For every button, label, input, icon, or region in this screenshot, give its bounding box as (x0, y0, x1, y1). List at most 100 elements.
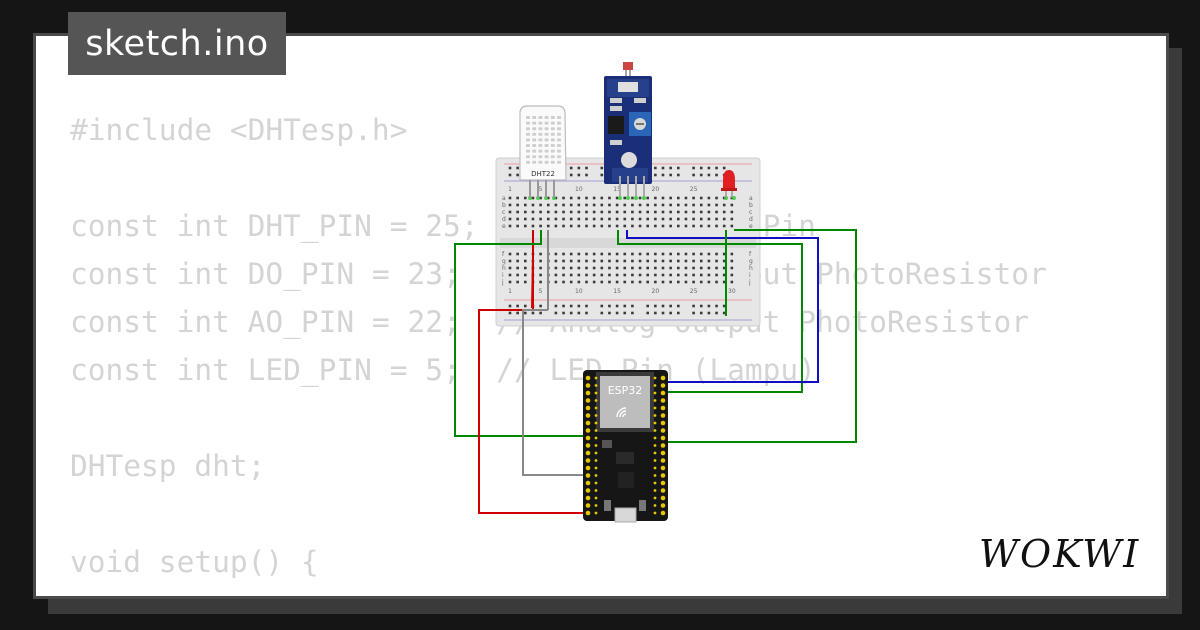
breadboard-rail-hole (722, 311, 726, 315)
breadboard-hole (692, 266, 695, 270)
breadboard-rail-hole (600, 166, 604, 170)
breadboard-hole (577, 259, 581, 263)
breadboard-hole (631, 203, 634, 207)
breadboard-rail-hole (608, 311, 611, 315)
dht22-vent (544, 116, 549, 119)
esp32-pin-pad (594, 481, 598, 485)
esp32-pin (660, 413, 666, 418)
esp32-pin (660, 420, 666, 426)
breadboard-hole (615, 252, 619, 256)
breadboard-hole (654, 259, 657, 263)
breadboard-hole (608, 217, 611, 221)
breadboard-hole (585, 252, 588, 256)
dht22-vent (526, 116, 530, 119)
breadboard-hole (623, 196, 627, 200)
breadboard-rail-hole (585, 304, 588, 308)
breadboard-hole (554, 217, 558, 221)
breadboard-hole (577, 273, 581, 277)
breadboard-rail-hole (508, 166, 512, 170)
code-line: #include <DHTesp.h> (70, 113, 408, 147)
breadboard-hole (600, 259, 604, 263)
breadboard-hole (661, 280, 665, 284)
breadboard-hole (615, 273, 619, 277)
breadboard-hole (600, 217, 604, 221)
breadboard-hole (608, 224, 611, 228)
dht22-vent (532, 155, 537, 159)
breadboard-hole (722, 252, 726, 256)
breadboard-hole (631, 196, 634, 200)
breadboard-rail-hole (669, 166, 672, 170)
breadboard-rail-hole (562, 304, 565, 308)
esp32-pin-pad (653, 421, 657, 425)
breadboard-hole (707, 203, 711, 207)
breadboard-hole (707, 217, 711, 221)
breadboard-hole (730, 266, 734, 270)
esp32-pin (660, 405, 666, 411)
breadboard-hole (600, 273, 604, 277)
dht22-vent (550, 144, 555, 147)
breadboard-hole (669, 252, 672, 256)
breadboard-hole (569, 217, 573, 221)
breadboard-row-letter: b (502, 202, 506, 209)
breadboard-hole (592, 266, 596, 270)
sketch-title-tag: sketch.ino (68, 12, 286, 75)
breadboard-hole (661, 217, 665, 221)
breadboard-rail-hole (600, 173, 604, 177)
dht22-vent (550, 149, 555, 153)
breadboard-hole (516, 196, 519, 200)
breadboard-hole (608, 259, 611, 263)
code-line: Serial.begin(115200); (70, 586, 1047, 596)
breadboard-hole (638, 273, 642, 277)
breadboard-hole (654, 217, 657, 221)
dht22-vent (538, 138, 543, 142)
dht22-vent (526, 132, 530, 136)
breadboard-hole (722, 224, 726, 228)
breadboard-hole (631, 210, 634, 214)
breadboard-rail-hole (707, 173, 711, 177)
breadboard-hole (661, 224, 665, 228)
breadboard-hole (562, 196, 565, 200)
breadboard-hole (569, 259, 573, 263)
breadboard-rail-hole (661, 166, 665, 170)
breadboard-rail-hole (669, 311, 672, 315)
esp32-pin-pad (653, 451, 657, 455)
breadboard-hole (577, 203, 581, 207)
dht22-vent (532, 160, 537, 164)
breadboard-rail-hole (677, 304, 680, 308)
breadboard-hole (654, 280, 657, 284)
esp32-pin-pad (594, 414, 598, 417)
dht22-vent (557, 132, 561, 136)
breadboard-hole (577, 266, 581, 270)
breadboard-row-letter: d (749, 216, 753, 223)
breadboard-hole (722, 217, 726, 221)
breadboard-hole (516, 217, 519, 221)
breadboard-hole (554, 266, 558, 270)
breadboard-hole (516, 280, 519, 284)
esp32-pin-pad (653, 481, 657, 485)
breadboard-hole (516, 224, 519, 228)
dht22-vent (532, 149, 537, 153)
breadboard-hole (600, 280, 604, 284)
breadboard-hole (684, 217, 688, 221)
esp32-pin (585, 390, 591, 396)
dht22-vent (532, 127, 537, 131)
dht22-sensor: DHT22 (519, 105, 567, 198)
wire-green-led (665, 229, 857, 443)
dht22-vent (532, 132, 537, 136)
breadboard-hole (692, 196, 695, 200)
breadboard-rail-hole (722, 304, 726, 308)
breadboard-hole (577, 280, 581, 284)
esp32-pin-pad (653, 444, 657, 447)
breadboard-hole (562, 273, 565, 277)
breadboard-hole (631, 273, 634, 277)
esp32-pin-pad (653, 436, 657, 440)
breadboard-hole (730, 259, 734, 263)
breadboard-hole (646, 266, 649, 270)
breadboard-hole (569, 273, 573, 277)
breadboard-hole (730, 210, 734, 214)
breadboard-hole (638, 252, 642, 256)
breadboard-rail-hole (516, 311, 519, 315)
breadboard-hole (608, 196, 611, 200)
breadboard-hole (646, 280, 649, 284)
